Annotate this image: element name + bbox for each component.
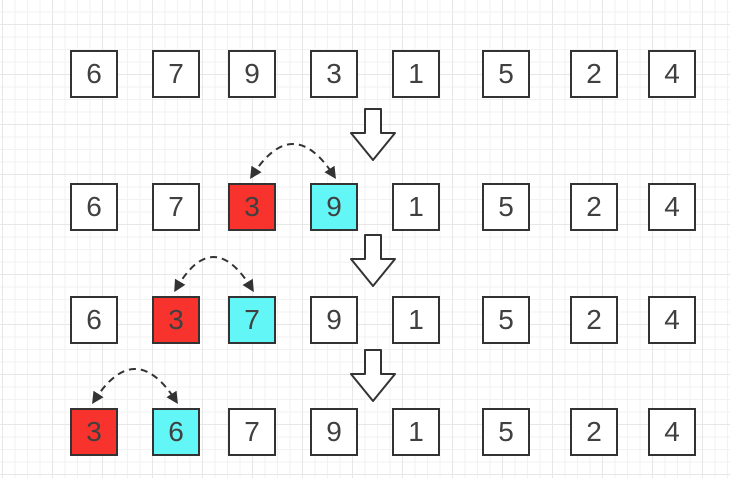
array-cell: 6 [70, 50, 118, 98]
array-cell: 9 [310, 183, 358, 231]
array-cell: 1 [392, 408, 440, 456]
step-down-arrow-1 [350, 108, 396, 161]
array-cell: 4 [648, 50, 696, 98]
array-cell: 6 [70, 183, 118, 231]
array-row-3: 6 3 7 9 1 5 2 4 [0, 296, 730, 344]
swap-arc-arrow-row2 [250, 143, 336, 180]
array-cell: 6 [152, 408, 200, 456]
array-cell: 3 [228, 183, 276, 231]
array-cell: 2 [570, 296, 618, 344]
array-cell: 7 [228, 408, 276, 456]
array-cell: 9 [310, 296, 358, 344]
array-cell: 2 [570, 408, 618, 456]
array-cell: 4 [648, 408, 696, 456]
array-row-4: 3 6 7 9 1 5 2 4 [0, 408, 730, 456]
array-cell: 1 [392, 183, 440, 231]
array-cell: 1 [392, 296, 440, 344]
array-row-1: 6 7 9 3 1 5 2 4 [0, 50, 730, 98]
array-cell: 4 [648, 296, 696, 344]
array-cell: 5 [482, 183, 530, 231]
step-down-arrow-2 [350, 234, 396, 287]
swap-arc-arrow-row4 [92, 368, 178, 405]
array-cell: 5 [482, 408, 530, 456]
array-cell: 2 [570, 183, 618, 231]
array-cell: 9 [310, 408, 358, 456]
array-cell: 7 [152, 183, 200, 231]
array-cell: 7 [228, 296, 276, 344]
array-cell: 1 [392, 50, 440, 98]
step-down-arrow-3 [350, 349, 396, 402]
array-cell: 6 [70, 296, 118, 344]
array-cell: 3 [152, 296, 200, 344]
array-cell: 5 [482, 50, 530, 98]
array-row-2: 6 7 3 9 1 5 2 4 [0, 183, 730, 231]
array-cell: 2 [570, 50, 618, 98]
array-cell: 9 [228, 50, 276, 98]
array-cell: 3 [310, 50, 358, 98]
swap-arc-arrow-row3 [174, 256, 254, 293]
array-cell: 3 [70, 408, 118, 456]
array-cell: 5 [482, 296, 530, 344]
array-cell: 4 [648, 183, 696, 231]
array-cell: 7 [152, 50, 200, 98]
